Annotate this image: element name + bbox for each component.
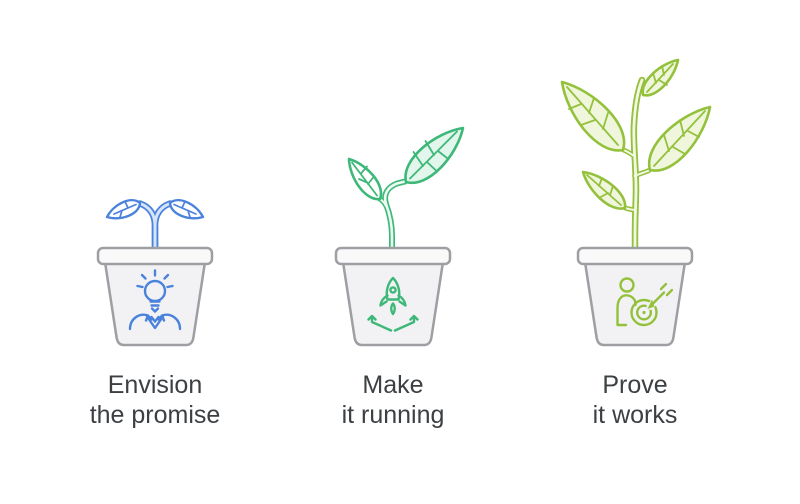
pot	[334, 246, 452, 347]
label-line2: it running	[341, 401, 445, 429]
pot	[576, 246, 694, 347]
sprout-leaf-left	[105, 199, 142, 220]
sprout-leaf-right	[168, 199, 205, 220]
seedling-leaf-small	[347, 157, 383, 201]
plant-leaf-upper-left	[560, 80, 626, 152]
stage-label-prove: Prove it works	[515, 370, 755, 430]
label-line2: it works	[592, 401, 678, 429]
label-line1: Make	[362, 371, 424, 399]
plant-leaf-lower-left	[581, 170, 627, 210]
plant-leaf-right	[647, 105, 712, 172]
rocket-launch-icon	[367, 276, 419, 332]
plant-leaf-top	[641, 58, 680, 97]
sprout-plant	[105, 199, 205, 258]
label-line1: Envision	[107, 371, 203, 399]
pot	[96, 246, 214, 347]
idea-icon	[128, 269, 182, 331]
prove-illustration	[560, 58, 712, 347]
goal-icon	[616, 277, 674, 327]
label-line1: Prove	[602, 371, 668, 399]
seedling-plant	[347, 126, 465, 257]
label-line2: the promise	[89, 401, 221, 429]
stage-label-make: Make it running	[273, 370, 513, 430]
young-plant	[560, 58, 712, 258]
stage-label-envision: Envision the promise	[35, 370, 275, 430]
envision-illustration	[96, 199, 214, 347]
make-illustration	[334, 126, 465, 347]
stage-prove: Prove it works	[515, 0, 755, 504]
stage-envision: Envision the promise	[35, 0, 275, 504]
stage-make: Make it running	[273, 0, 513, 504]
seedling-leaf-big	[404, 126, 465, 185]
